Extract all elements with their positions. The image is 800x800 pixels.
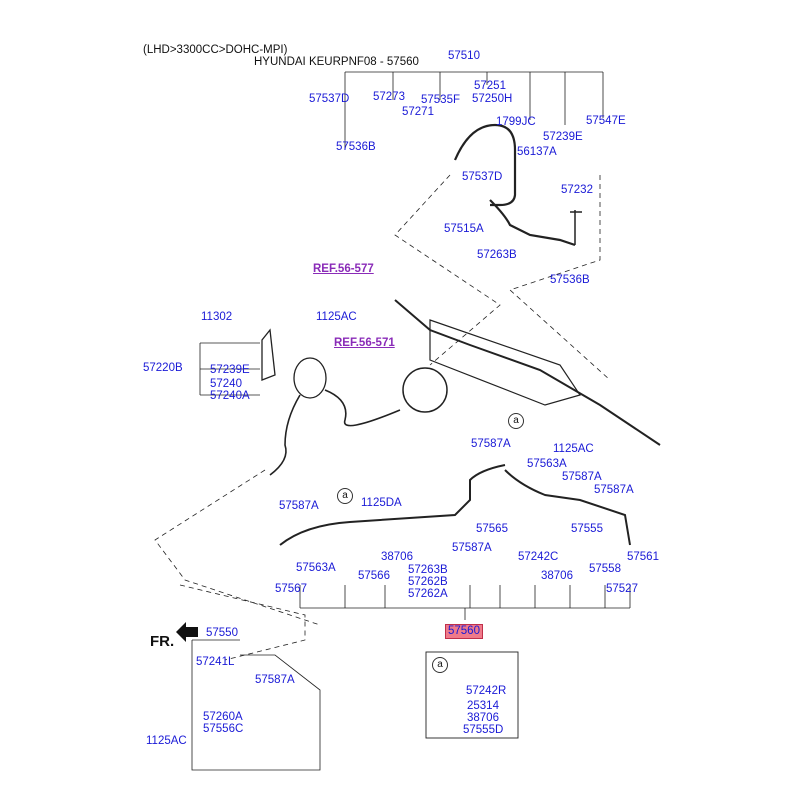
pressure-hose-top: [453, 123, 517, 207]
part-label-57556C[interactable]: 57556C: [203, 723, 244, 735]
part-label-57537D[interactable]: 57537D: [309, 93, 350, 105]
part-label-57587A-b[interactable]: 57587A: [562, 471, 602, 483]
ref-code: 56-571: [358, 337, 395, 349]
dashed-line-3: [154, 469, 321, 626]
part-label-56137A[interactable]: 56137A: [517, 146, 557, 158]
part-label-38706[interactable]: 38706: [381, 551, 413, 563]
part-label-57555D[interactable]: 57555D: [463, 724, 504, 736]
front-arrow: [176, 622, 198, 642]
pressure-hose-top-2: [489, 199, 576, 247]
part-label-57587A-d[interactable]: 57587A: [279, 500, 319, 512]
part-label-57537D-mid[interactable]: 57537D: [462, 171, 503, 183]
part-label-57242C[interactable]: 57242C: [518, 551, 559, 563]
part-label-57567[interactable]: 57567: [275, 583, 307, 595]
part-label-1799JC[interactable]: 1799JC: [496, 116, 536, 128]
lower-hose: [279, 464, 506, 546]
part-label-38706-b[interactable]: 38706: [541, 570, 573, 582]
selected-part-57560[interactable]: 57560: [445, 624, 483, 639]
part-label-57220B[interactable]: 57220B: [143, 362, 183, 374]
leader-lines-57560: [299, 585, 631, 620]
part-label-57561[interactable]: 57561: [627, 551, 659, 563]
power-steering-pump: [402, 367, 448, 413]
part-label-57260A[interactable]: 57260A: [203, 711, 243, 723]
reference-link-56-571[interactable]: REF.56-571: [334, 337, 395, 350]
part-label-57555[interactable]: 57555: [571, 523, 603, 535]
part-label-57563A-b[interactable]: 57563A: [296, 562, 336, 574]
reservoir-57220B: [293, 357, 327, 399]
part-label-57240[interactable]: 57240: [210, 378, 242, 390]
detail-box-marker-a: a: [432, 657, 448, 673]
part-label-57558[interactable]: 57558: [589, 563, 621, 575]
steering-gear-body: [429, 319, 581, 406]
part-label-57536B-mid[interactable]: 57536B: [550, 274, 590, 286]
part-label-1125DA[interactable]: 1125DA: [361, 497, 402, 509]
leader-lines-57510: [344, 71, 604, 150]
detail-box-a: [425, 651, 519, 739]
part-label-1125AC[interactable]: 1125AC: [316, 311, 357, 323]
part-label-57587A-c[interactable]: 57587A: [594, 484, 634, 496]
part-label-57566[interactable]: 57566: [358, 570, 390, 582]
part-label-57263B-b[interactable]: 57263B: [408, 564, 448, 576]
steering-gear-rack: [394, 299, 661, 446]
bracket-57232: [570, 210, 582, 245]
part-label-57535F[interactable]: 57535F: [421, 94, 461, 106]
return-hose-mid: [324, 389, 401, 427]
front-indicator: FR.: [150, 633, 175, 650]
bracket-mount: [261, 328, 276, 381]
dashed-line-2: [509, 175, 611, 381]
part-label-57240A[interactable]: 57240A: [210, 390, 250, 402]
dashed-line-1: [394, 174, 501, 366]
part-label-57263B[interactable]: 57263B: [477, 249, 517, 261]
part-label-57241L[interactable]: 57241L: [196, 656, 235, 668]
part-label-57262A[interactable]: 57262A: [408, 588, 448, 600]
ref-prefix: REF.: [334, 337, 359, 349]
spec-text: (LHD>3300CC>DOHC-MPI): [143, 44, 288, 56]
part-label-57262B[interactable]: 57262B: [408, 576, 448, 588]
part-label-57250H[interactable]: 57250H: [472, 93, 513, 105]
part-label-25314[interactable]: 25314: [467, 700, 499, 712]
part-label-1125AC-b[interactable]: 1125AC: [553, 443, 594, 455]
part-label-57232[interactable]: 57232: [561, 184, 593, 196]
part-label-57536B[interactable]: 57536B: [336, 141, 376, 153]
part-label-57239E[interactable]: 57239E: [543, 131, 583, 143]
part-label-57273[interactable]: 57273: [373, 91, 405, 103]
part-label-57515A[interactable]: 57515A: [444, 223, 484, 235]
model-line-text: HYUNDAI KEURPNF08 - 57560: [254, 56, 419, 68]
part-label-57587A[interactable]: 57587A: [471, 438, 511, 450]
part-label-57527[interactable]: 57527: [606, 583, 638, 595]
part-label-57510[interactable]: 57510: [448, 50, 480, 62]
part-label-57563A[interactable]: 57563A: [527, 458, 567, 470]
part-label-57587A-e[interactable]: 57587A: [452, 542, 492, 554]
part-label-57550[interactable]: 57550: [206, 627, 238, 639]
ref-prefix: REF.: [313, 263, 338, 275]
part-label-11302[interactable]: 11302: [201, 311, 233, 323]
reference-link-56-577[interactable]: REF.56-577: [313, 263, 374, 276]
part-label-57565[interactable]: 57565: [476, 523, 508, 535]
part-label-57242R[interactable]: 57242R: [466, 685, 507, 697]
bracket-57220B-lines: [199, 342, 260, 396]
part-label-57251[interactable]: 57251: [474, 80, 506, 92]
part-label-57239E-mid[interactable]: 57239E: [210, 364, 250, 376]
part-label-57587A-f[interactable]: 57587A: [255, 674, 295, 686]
inset-box-57550: [191, 639, 321, 771]
part-label-1125AC-c[interactable]: 1125AC: [146, 735, 187, 747]
part-label-57547E[interactable]: 57547E: [586, 115, 626, 127]
lower-hose-2: [504, 469, 631, 546]
part-label-57271[interactable]: 57271: [402, 106, 434, 118]
dashed-line-4: [179, 584, 306, 661]
return-hose-left: [269, 394, 301, 476]
detail-marker-a-2: a: [337, 488, 353, 504]
ref-code: 56-577: [337, 263, 374, 275]
part-label-38706-c[interactable]: 38706: [467, 712, 499, 724]
detail-marker-a: a: [508, 413, 524, 429]
